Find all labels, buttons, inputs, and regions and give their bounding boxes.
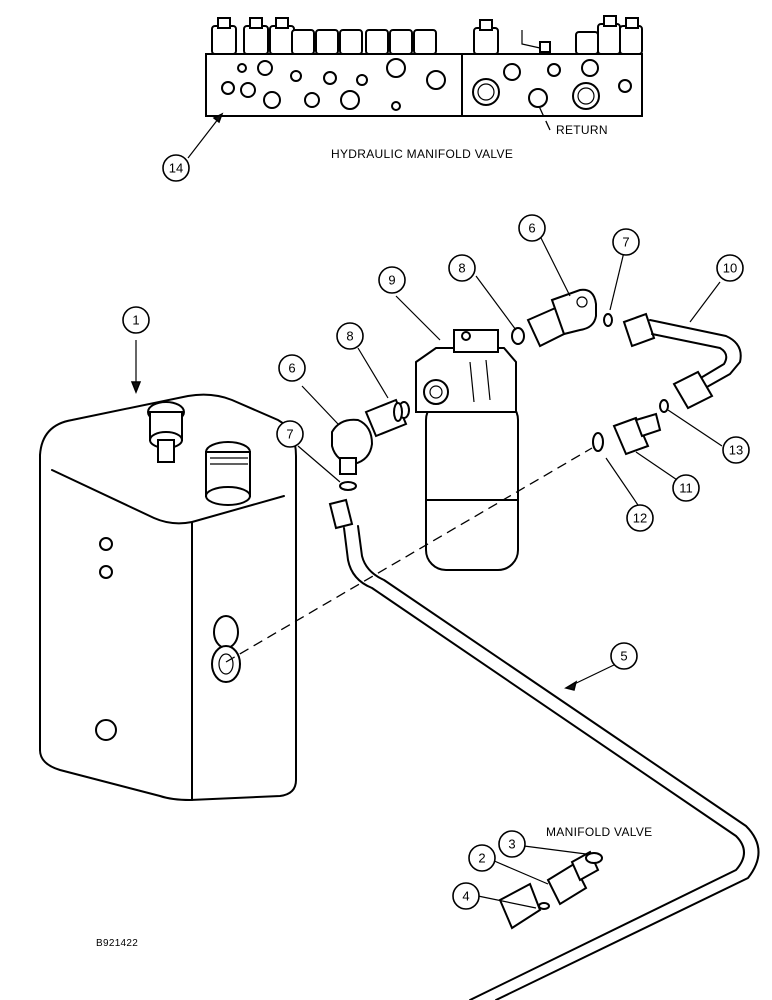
callout-8-right: 8 (448, 254, 476, 282)
svg-text:6: 6 (288, 361, 295, 376)
svg-text:3: 3 (508, 837, 515, 852)
callout-7-left: 7 (276, 420, 304, 448)
callout-8-left: 8 (336, 322, 364, 350)
svg-text:1: 1 (132, 313, 139, 328)
callout-5: 5 (610, 642, 638, 670)
svg-text:9: 9 (388, 273, 395, 288)
reservoir-return-fittings (225, 399, 723, 663)
svg-text:10: 10 (723, 261, 737, 276)
svg-text:4: 4 (462, 889, 469, 904)
svg-text:7: 7 (286, 427, 293, 442)
svg-text:12: 12 (633, 511, 647, 526)
svg-text:2: 2 (478, 851, 485, 866)
callout-11: 11 (672, 474, 700, 502)
manifold-valve-fittings: MANIFOLD VALVE (477, 825, 652, 910)
manifold-valve-label: MANIFOLD VALVE (546, 825, 652, 839)
filter-inlet-elbow (297, 347, 410, 491)
callout-7-right: 7 (612, 228, 640, 256)
return-line (328, 498, 760, 1000)
svg-text:6: 6 (528, 221, 535, 236)
callout-2: 2 (468, 844, 496, 872)
svg-text:13: 13 (729, 443, 743, 458)
callout-6-left: 6 (278, 354, 306, 382)
callout-4: 4 (452, 882, 480, 910)
callout-10: 10 (716, 254, 744, 282)
oil-filter (395, 295, 519, 571)
svg-text:11: 11 (679, 481, 693, 496)
filter-outlet-fittings (475, 235, 742, 410)
svg-text:5: 5 (620, 649, 627, 664)
callout-9: 9 (378, 266, 406, 294)
svg-text:8: 8 (458, 261, 465, 276)
svg-text:14: 14 (169, 161, 183, 176)
callout-14: 14 (162, 154, 190, 182)
callout-12: 12 (626, 504, 654, 532)
hydraulic-manifold-valve-label: HYDRAULIC MANIFOLD VALVE (331, 147, 513, 161)
svg-text:7: 7 (622, 235, 629, 250)
callout-3: 3 (498, 830, 526, 858)
hydraulic-reservoir (39, 340, 297, 802)
svg-text:8: 8 (346, 329, 353, 344)
callout-13: 13 (722, 436, 750, 464)
return-label: RETURN (556, 123, 608, 137)
callout-1: 1 (122, 306, 150, 334)
hydraulic-manifold-valve: RETURN HYDRAULIC MANIFOLD VALVE (187, 15, 643, 161)
figure-code: B921422 (96, 938, 138, 949)
callout-6-right: 6 (518, 214, 546, 242)
